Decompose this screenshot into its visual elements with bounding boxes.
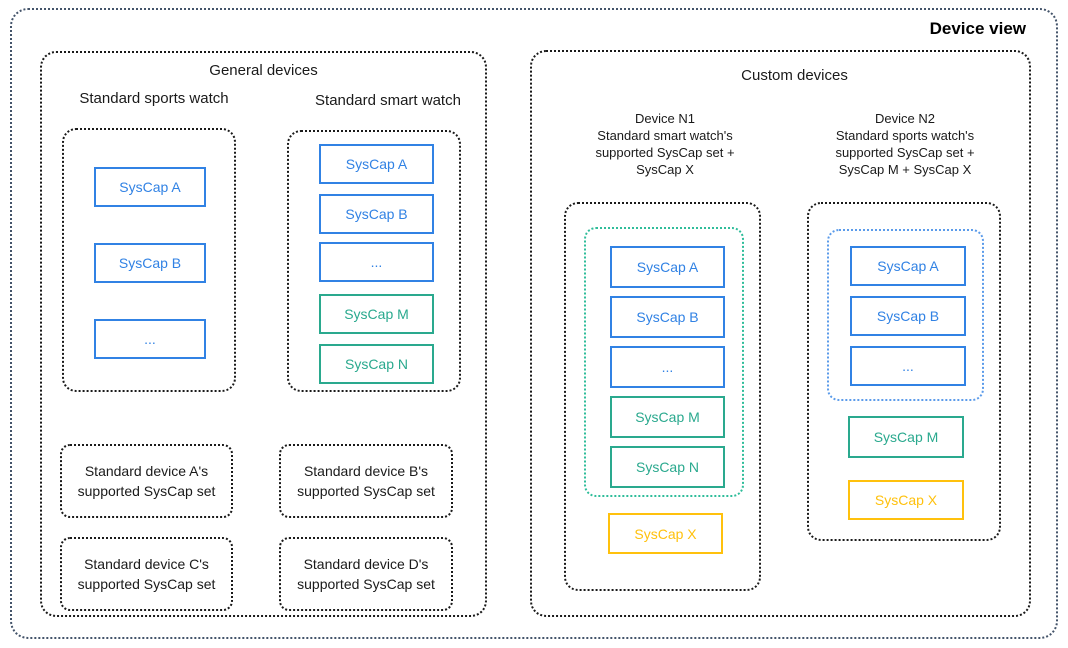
note-line: supported SysCap set: [297, 483, 435, 499]
device-n2-container: SysCap A SysCap B ... SysCap M SysCap X: [807, 202, 1001, 541]
syscap-box: SysCap A: [319, 144, 434, 184]
sports-watch-header: Standard sports watch: [79, 90, 229, 107]
syscap-box: SysCap A: [94, 167, 206, 207]
syscap-box-added: SysCap X: [608, 513, 723, 554]
syscap-box: SysCap A: [850, 246, 966, 286]
syscap-box-added: SysCap X: [848, 480, 964, 520]
note-line: Standard device B's: [303, 463, 429, 479]
device-n1-description: Device N1 Standard smart watch's support…: [560, 110, 770, 178]
smart-watch-capset: SysCap A SysCap B ... SysCap M SysCap N: [287, 130, 461, 392]
custom-devices-section: Custom devices Device N1 Standard smart …: [530, 50, 1031, 617]
diagram-title: Device view: [929, 19, 1026, 38]
syscap-box-ellipsis: ...: [319, 242, 434, 282]
desc-line: SysCap M + SysCap X: [838, 162, 972, 177]
syscap-box: SysCap B: [319, 194, 434, 234]
syscap-box: SysCap B: [610, 296, 725, 338]
sports-watch-capset: SysCap A SysCap B ...: [62, 128, 236, 392]
general-devices-section: General devices Standard sports watch St…: [40, 51, 487, 617]
desc-line: Device N2: [875, 111, 935, 126]
smart-watch-header: Standard smart watch: [315, 92, 461, 109]
note-box-device-d: Standard device D's supported SysCap set: [279, 537, 453, 611]
syscap-box-ellipsis: ...: [610, 346, 725, 388]
note-line: supported SysCap set: [77, 576, 216, 592]
syscap-box: SysCap M: [319, 294, 434, 334]
device-view-container: Device view General devices Standard spo…: [10, 8, 1058, 639]
note-line: supported SysCap set: [77, 483, 216, 499]
desc-line: supported SysCap set +: [835, 145, 975, 160]
syscap-box: SysCap B: [850, 296, 966, 336]
desc-line: Standard smart watch's: [597, 128, 733, 143]
general-devices-label: General devices: [209, 62, 318, 79]
desc-line: Device N1: [635, 111, 695, 126]
note-box-device-c: Standard device C's supported SysCap set: [60, 537, 233, 611]
syscap-box-ellipsis: ...: [94, 319, 206, 359]
syscap-box: SysCap A: [610, 246, 725, 288]
note-line: Standard device C's: [84, 556, 209, 572]
device-n1-inherited-capset: SysCap A SysCap B ... SysCap M SysCap N: [584, 227, 744, 497]
syscap-box: SysCap M: [610, 396, 725, 438]
custom-devices-label: Custom devices: [741, 67, 848, 84]
note-box-device-b: Standard device B's supported SysCap set: [279, 444, 453, 518]
note-line: Standard device D's: [303, 556, 429, 572]
syscap-box: SysCap N: [319, 344, 434, 384]
desc-line: SysCap X: [636, 162, 694, 177]
desc-line: Standard sports watch's: [835, 128, 975, 143]
note-line: Standard device A's: [84, 463, 209, 479]
syscap-box: SysCap B: [94, 243, 206, 283]
syscap-box-ellipsis: ...: [850, 346, 966, 386]
desc-line: supported SysCap set +: [595, 145, 735, 160]
device-n1-container: SysCap A SysCap B ... SysCap M SysCap N …: [564, 202, 761, 591]
syscap-box-added: SysCap M: [848, 416, 964, 458]
device-n2-inherited-capset: SysCap A SysCap B ...: [827, 229, 984, 401]
syscap-box: SysCap N: [610, 446, 725, 488]
device-n2-description: Device N2 Standard sports watch's suppor…: [800, 110, 1010, 178]
note-box-device-a: Standard device A's supported SysCap set: [60, 444, 233, 518]
note-line: supported SysCap set: [297, 576, 435, 592]
